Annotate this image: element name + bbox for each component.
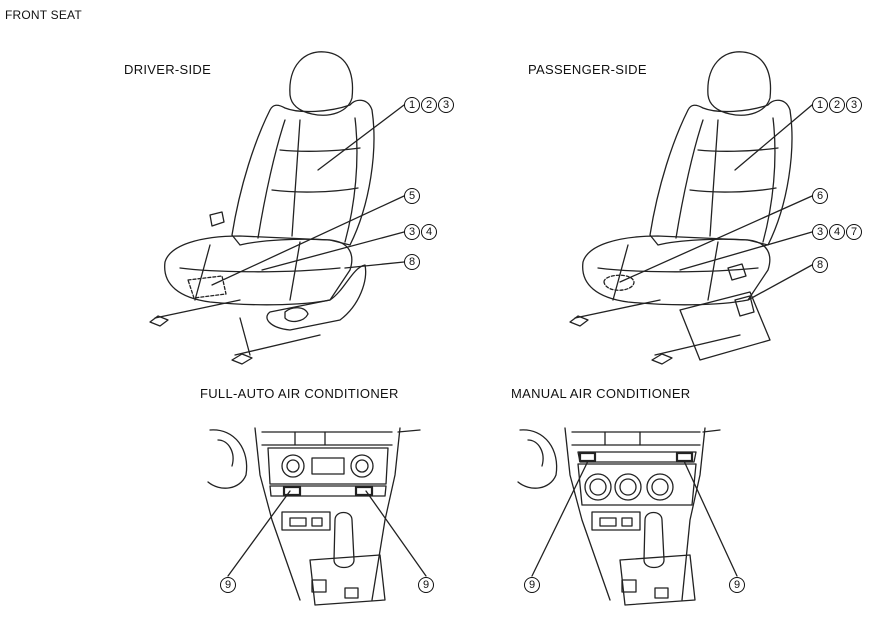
driver-callout-cushion: 3 4 [404, 223, 437, 241]
callout-number: 3 [438, 97, 454, 113]
passenger-side-caption: PASSENGER-SIDE [528, 62, 647, 77]
passenger-callout-mid: 6 [812, 187, 828, 205]
callout-number: 4 [829, 224, 845, 240]
full-auto-ac-caption: FULL-AUTO AIR CONDITIONER [200, 386, 399, 401]
callout-number: 9 [418, 577, 434, 593]
passenger-leader-lines [619, 104, 813, 301]
fullauto-callout-right: 9 [418, 576, 434, 594]
driver-callout-lever: 8 [404, 253, 420, 271]
manual-callout-left: 9 [524, 576, 540, 594]
callout-number: 4 [421, 224, 437, 240]
callout-number: 5 [404, 188, 420, 204]
manual-leader-lines [531, 460, 738, 577]
page-title: FRONT SEAT [5, 8, 82, 22]
passenger-seat-illustration [569, 51, 793, 365]
callout-number: 3 [846, 97, 862, 113]
driver-side-caption: DRIVER-SIDE [124, 62, 212, 77]
callout-number: 8 [404, 254, 420, 270]
callout-number: 9 [729, 577, 745, 593]
callout-number: 9 [524, 577, 540, 593]
driver-callout-top: 1 2 3 [404, 96, 454, 114]
callout-number: 1 [812, 97, 828, 113]
callout-number: 6 [812, 188, 828, 204]
callout-number: 8 [812, 257, 828, 273]
manual-ac-illustration [517, 427, 721, 606]
driver-leader-lines [211, 104, 405, 286]
callout-number: 1 [404, 97, 420, 113]
manual-callout-right: 9 [729, 576, 745, 594]
callout-number: 3 [812, 224, 828, 240]
full-auto-leader-lines [227, 490, 427, 577]
fullauto-callout-left: 9 [220, 576, 236, 594]
callout-number: 7 [846, 224, 862, 240]
callout-number: 2 [421, 97, 437, 113]
driver-seat-illustration [149, 51, 375, 365]
callout-number: 9 [220, 577, 236, 593]
callout-number: 3 [404, 224, 420, 240]
passenger-callout-cushion: 3 4 7 [812, 223, 862, 241]
driver-callout-mid: 5 [404, 187, 420, 205]
full-auto-ac-illustration [207, 427, 421, 606]
passenger-callout-top: 1 2 3 [812, 96, 862, 114]
callout-number: 2 [829, 97, 845, 113]
passenger-callout-lever: 8 [812, 256, 828, 274]
manual-ac-caption: MANUAL AIR CONDITIONER [511, 386, 691, 401]
